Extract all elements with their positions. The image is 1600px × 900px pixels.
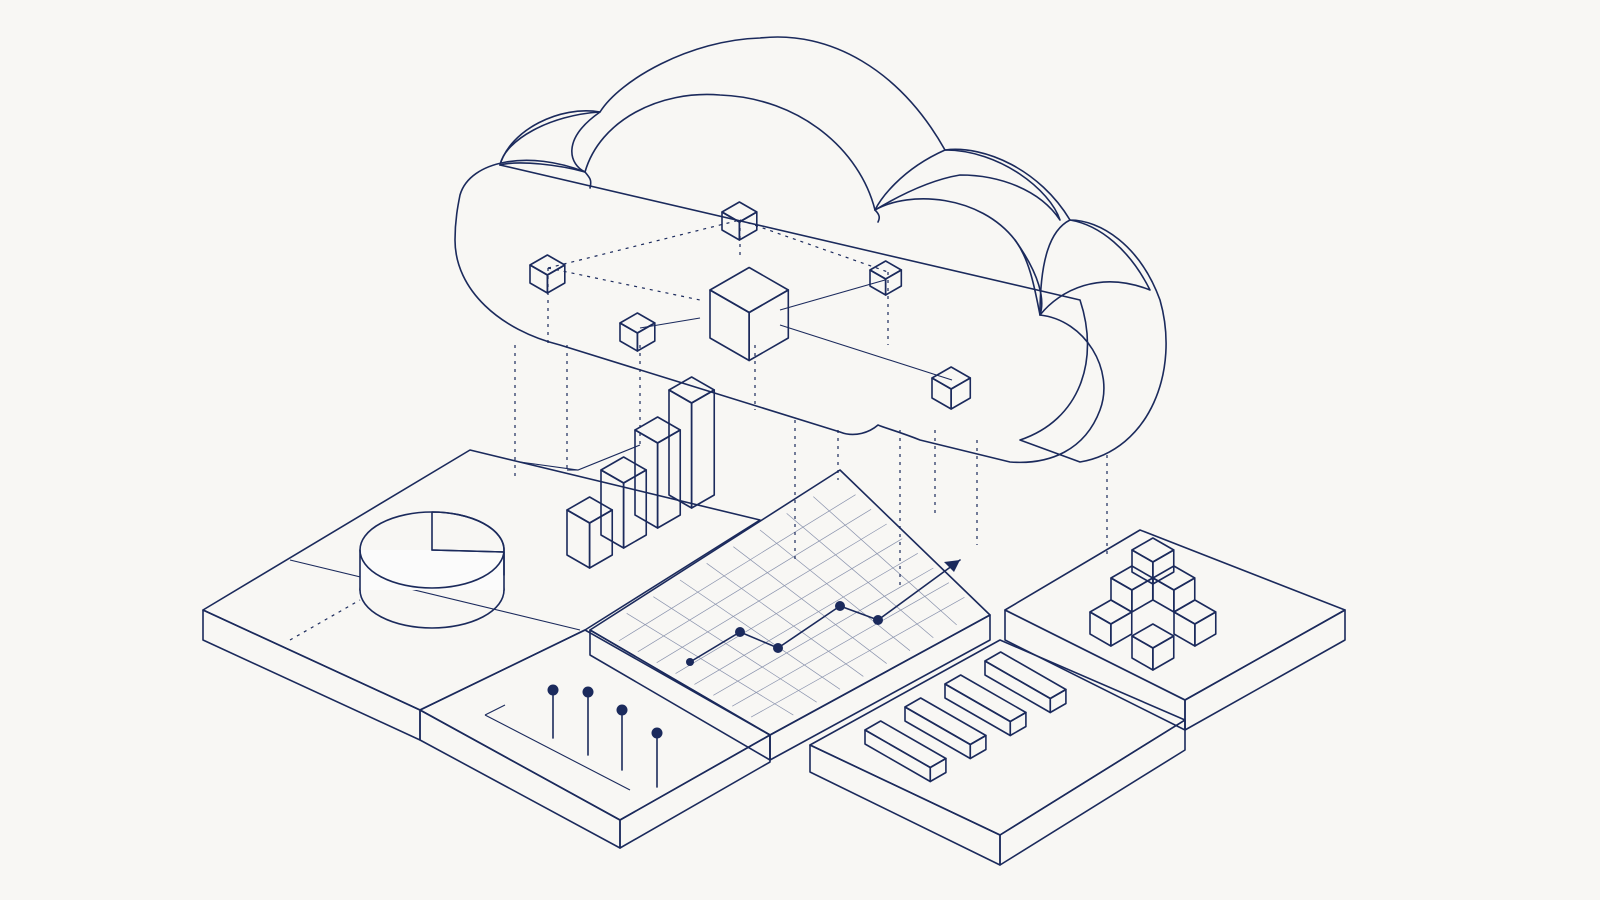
cube-stack xyxy=(1089,537,1217,671)
white-bar xyxy=(668,376,716,509)
stack-cube xyxy=(1152,565,1196,613)
grid-line xyxy=(750,597,965,718)
stack-cube xyxy=(1089,599,1133,647)
blue-bar-chart xyxy=(864,651,1067,783)
blue-bar xyxy=(944,674,1027,737)
network-nodes xyxy=(529,201,972,410)
line-point xyxy=(686,658,694,666)
grid-line xyxy=(637,509,872,653)
cube-node-icon xyxy=(529,254,566,294)
blue-bar xyxy=(904,697,987,760)
grid-line xyxy=(733,546,887,664)
panel-lollipop xyxy=(419,629,771,849)
grid-line xyxy=(618,494,856,642)
cube-node-icon xyxy=(869,260,903,296)
grid-line xyxy=(759,529,911,651)
arrow-head-icon xyxy=(944,560,960,572)
cube-node-icon xyxy=(709,266,790,362)
base-platform xyxy=(202,449,1346,866)
stack-cube xyxy=(1131,537,1175,585)
line-point xyxy=(735,627,745,637)
white-bar xyxy=(566,496,614,569)
lollipop-chart xyxy=(547,684,663,788)
panel-line-chart xyxy=(589,469,991,761)
stack-cube xyxy=(1131,623,1175,671)
grid-line xyxy=(713,567,934,696)
bar-chart-3d xyxy=(566,376,716,569)
line-point xyxy=(773,643,783,653)
line-chart-grid xyxy=(618,494,965,718)
grid-line xyxy=(626,613,794,716)
stack-cube xyxy=(1173,599,1217,647)
blue-bar xyxy=(864,720,947,783)
grid-line xyxy=(675,538,903,674)
lollipop-head xyxy=(616,704,628,716)
stack-cube xyxy=(1110,565,1154,613)
grid-line xyxy=(813,496,957,626)
line-chart xyxy=(686,559,961,666)
cube-node-icon xyxy=(931,366,972,410)
data-connectors xyxy=(514,345,1108,585)
white-bar xyxy=(634,416,682,529)
pie-chart xyxy=(359,511,505,629)
lollipop-head xyxy=(582,686,594,698)
grid-line xyxy=(679,579,841,690)
network xyxy=(547,219,953,381)
lollipop-head xyxy=(651,727,663,739)
grid-line xyxy=(656,523,887,663)
blue-bar xyxy=(984,651,1067,714)
grid-line xyxy=(706,563,864,677)
cloud xyxy=(454,36,1167,464)
panel-pie-bars xyxy=(202,449,761,741)
grid-line xyxy=(694,553,918,685)
cube-node-icon xyxy=(721,201,758,241)
grid-line xyxy=(732,582,950,707)
cube-node-icon xyxy=(619,312,656,352)
panel-cubes xyxy=(1004,529,1346,731)
lollipop-head xyxy=(547,684,559,696)
line-point xyxy=(873,615,883,625)
grid-line xyxy=(786,513,934,639)
grid-line xyxy=(653,596,817,703)
white-bar xyxy=(600,456,648,549)
line-point xyxy=(835,601,845,611)
panel-blue-bars xyxy=(809,639,1186,866)
